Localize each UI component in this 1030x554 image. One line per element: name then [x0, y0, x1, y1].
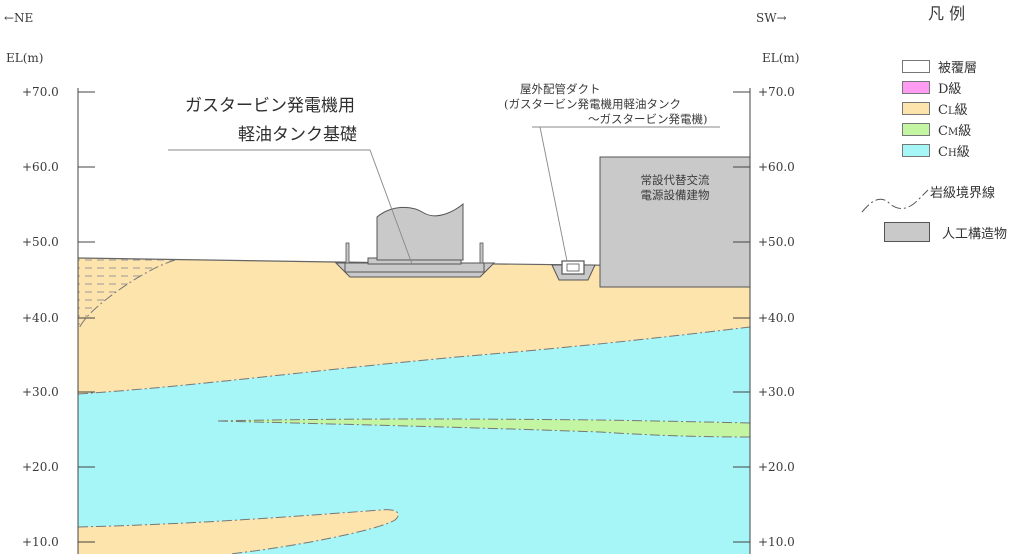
ch-rock-zone	[78, 327, 750, 554]
left-axis-unit: EL(m)	[6, 51, 44, 65]
building-structure	[599, 156, 750, 288]
right-tick-label: +50.0	[758, 235, 795, 249]
left-tick-label: +10.0	[22, 535, 59, 549]
left-tick-label: +70.0	[22, 85, 59, 99]
legend-item-cl: CL級	[902, 99, 968, 118]
building-label-line2: 電源設備建物	[640, 188, 710, 202]
right-tick-label: +70.0	[758, 85, 795, 99]
fuel-tank	[376, 202, 464, 261]
duct-label-line1: 屋外配管ダクト	[520, 82, 601, 96]
left-tick-label: +20.0	[22, 460, 59, 474]
legend-label: 人工構造物	[942, 226, 1008, 242]
legend-title: 凡 例	[928, 4, 966, 23]
legend-label: CL級	[938, 103, 968, 118]
right-tick-label: +20.0	[758, 460, 795, 474]
building-label-line1: 常設代替交流	[640, 173, 710, 187]
legend-item-structure: 人工構造物	[884, 222, 1007, 242]
legend-item-cm: CM級	[902, 120, 971, 139]
legend-label: D級	[938, 82, 962, 97]
legend-label: CM級	[938, 124, 972, 139]
legend-boundary-label: 岩級境界線	[930, 186, 996, 201]
legend-swatch	[884, 222, 930, 242]
left-tick-label: +40.0	[22, 311, 59, 325]
cl-lens	[78, 509, 399, 554]
right-axis-unit: EL(m)	[762, 51, 800, 65]
duct-label-line3: ～ガスタービン発電機)	[588, 112, 708, 126]
legend-swatch	[902, 144, 930, 157]
boundary-line-symbol	[861, 189, 929, 213]
left-tick-label: +60.0	[22, 160, 59, 174]
left-tick-label: +50.0	[22, 235, 59, 249]
foundation-label-line2: 軽油タンク基礎	[238, 125, 357, 145]
legend-swatch	[902, 60, 930, 73]
right-tick-label: +10.0	[758, 535, 795, 549]
foundation-label-line1: ガスタービン発電機用	[185, 96, 355, 116]
legend-item-cover: 被覆層	[902, 57, 977, 76]
legend-swatch	[902, 102, 930, 115]
direction-sw-label: SW→	[756, 11, 787, 25]
legend-swatch	[902, 81, 930, 94]
right-tick-label: +30.0	[758, 385, 795, 399]
legend-label: 被覆層	[938, 61, 978, 76]
direction-ne-label: ←NE	[4, 11, 34, 25]
left-tick-label: +30.0	[22, 385, 59, 399]
cover-layer	[78, 258, 175, 330]
legend-swatch	[902, 123, 930, 136]
right-tick-label: +60.0	[758, 160, 795, 174]
legend-item-ch: CH級	[902, 141, 970, 160]
legend-label: CH級	[938, 145, 970, 160]
legend-item-d: D級	[902, 78, 961, 97]
right-tick-label: +40.0	[758, 311, 795, 325]
duct-label-line2: (ガスタービン発電機用軽油タンク	[504, 97, 681, 111]
